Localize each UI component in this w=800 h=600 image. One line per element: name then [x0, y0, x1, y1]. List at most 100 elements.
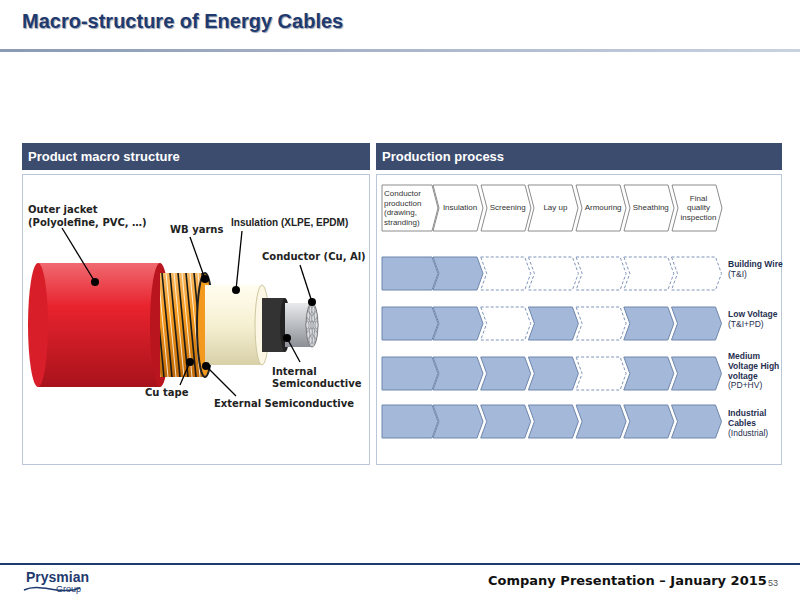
process-step-skipped — [481, 307, 531, 340]
row-sublabel: (PD+HV) — [728, 381, 784, 391]
process-step-active — [672, 405, 722, 438]
leader-dot — [91, 278, 99, 286]
chevron-text-box: Conductor production (drawing, stranding… — [384, 185, 435, 231]
step-label: Screening — [490, 203, 526, 213]
step-label: Lay up — [543, 203, 567, 213]
section-panel: Product macro structure — [22, 143, 370, 465]
chevron-shape — [672, 185, 722, 231]
callout-label: (Polyolefine, PVC, …) — [28, 217, 147, 229]
chevron-shape — [576, 185, 626, 231]
row-sublabel: (Industrial) — [728, 429, 784, 439]
chevron-shape — [528, 185, 578, 231]
conductor-strands — [306, 306, 318, 344]
step-label: Final quality inspection — [679, 194, 719, 223]
cu-wire — [170, 273, 180, 377]
leader-line — [206, 366, 236, 396]
process-rows — [382, 257, 722, 438]
leader-line — [236, 231, 242, 290]
process-step-active — [433, 307, 483, 340]
strand — [307, 331, 310, 338]
row-label: Industrial Cables — [728, 409, 784, 429]
process-step-skipped — [672, 257, 722, 290]
strand — [314, 312, 317, 319]
row-label: Building Wire — [728, 260, 784, 270]
process-step-active — [672, 307, 722, 340]
process-step-active — [433, 257, 483, 290]
row-label: Medium Voltage High voltage — [728, 352, 784, 381]
callout-label: Cu tape — [145, 387, 188, 399]
leader-dot — [232, 286, 240, 294]
leader-dot — [186, 358, 194, 366]
process-step-header: Conductor production (drawing, stranding… — [382, 185, 438, 231]
row-sublabel: (T&I) — [728, 270, 784, 280]
process-step-skipped — [576, 257, 626, 290]
process-step-active — [382, 257, 438, 290]
leader-dot — [283, 334, 291, 342]
leader-line — [287, 338, 300, 362]
chevron-text-box: Lay up — [535, 185, 575, 231]
chevron-text-box: Screening — [488, 185, 528, 231]
callout-label: Conductor (Cu, Al) — [262, 251, 366, 263]
process-step-active — [528, 357, 578, 390]
leader-line — [190, 237, 205, 279]
process-step-active — [433, 405, 483, 438]
leader-dot — [308, 298, 316, 306]
process-step-active — [481, 405, 531, 438]
process-step-skipped — [576, 307, 626, 340]
process-step-active — [433, 357, 483, 390]
step-label: Conductor production (drawing, stranding… — [384, 189, 435, 227]
slide-title: Macro-structure of Energy Cables — [22, 10, 343, 33]
insulation — [205, 285, 262, 365]
cu-wire — [186, 273, 196, 377]
panel-header: Production process — [376, 143, 782, 170]
chevron-shape — [433, 185, 483, 231]
process-step-active — [528, 405, 578, 438]
logo-text: Prysmian — [26, 569, 89, 585]
chevron-text-box: Final quality inspection — [679, 185, 719, 231]
outer-jacket — [38, 263, 160, 387]
process-step-skipped — [481, 257, 531, 290]
process-step-skipped — [624, 257, 674, 290]
process-step-header: Final quality inspection — [672, 185, 722, 231]
process-step-active — [624, 307, 674, 340]
step-label: Sheathing — [633, 203, 669, 213]
process-step-active — [382, 307, 438, 340]
process-step-skipped — [576, 357, 626, 390]
row-sublabel: (T&I+PD) — [728, 320, 784, 330]
process-step-active — [382, 357, 438, 390]
process-step-header: Armouring — [576, 185, 626, 231]
logo-subtext: Group — [56, 584, 81, 594]
footer-text: Company Presentation – January 2015 — [488, 574, 767, 589]
strand — [306, 321, 309, 328]
footer-rule — [0, 563, 800, 565]
chevron-shape — [382, 185, 438, 231]
step-label: Insulation — [443, 203, 477, 213]
callout-label: Internal Semiconductive — [272, 366, 364, 389]
process-step-header: Screening — [481, 185, 531, 231]
callout-label: Insulation (XLPE, EPDM) — [231, 217, 348, 229]
process-step-header: Sheathing — [624, 185, 674, 231]
section-panel: Production processConductor production (… — [376, 143, 782, 465]
panel-header: Product macro structure — [22, 143, 370, 170]
panel-title: Product macro structure — [22, 149, 180, 164]
callout-label: External Semiconductive — [214, 398, 354, 410]
panel-title: Production process — [376, 149, 504, 164]
chevron-shape — [624, 185, 674, 231]
cu-wire — [162, 273, 172, 377]
process-step-header: Lay up — [528, 185, 578, 231]
leader-dot — [202, 362, 210, 370]
jacket-end — [28, 263, 48, 387]
callout-label: Outer jacket — [28, 204, 98, 216]
conductor-face — [306, 303, 318, 347]
title-rule — [0, 49, 800, 52]
process-step-active — [481, 357, 531, 390]
cu-wires — [160, 273, 205, 377]
chevron-shape — [481, 185, 531, 231]
process-step-active — [624, 405, 674, 438]
row-label: Low Voltage — [728, 310, 784, 320]
step-label: Armouring — [585, 203, 622, 213]
process-step-active — [624, 357, 674, 390]
callout-label: WB yarns — [170, 224, 223, 236]
